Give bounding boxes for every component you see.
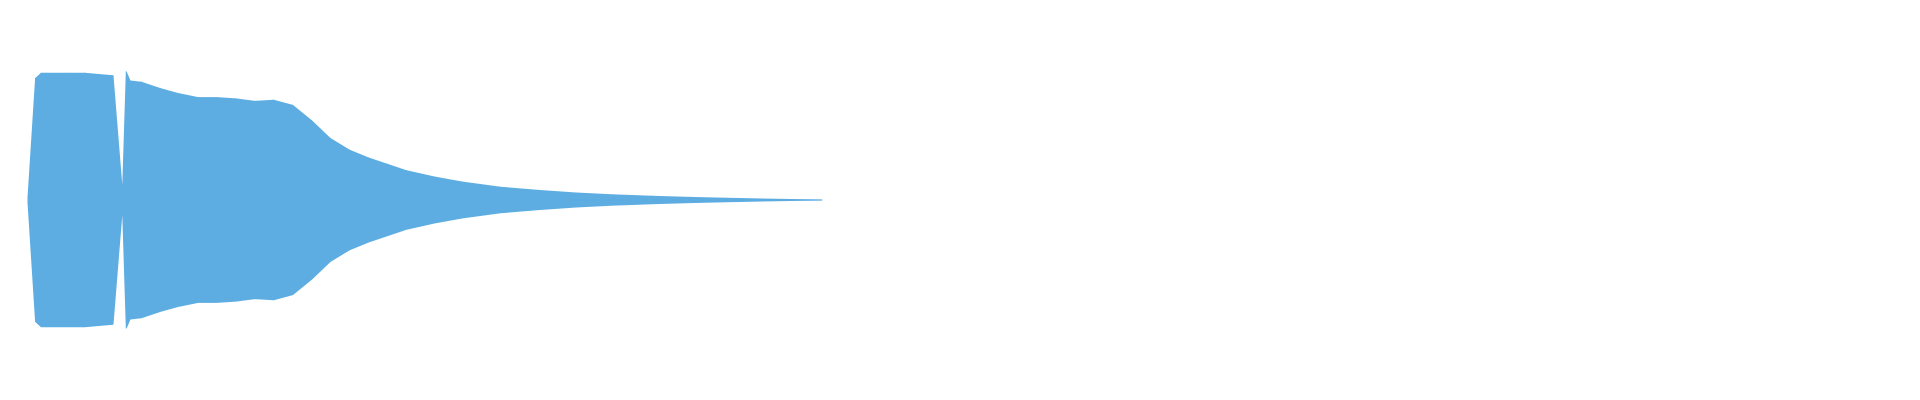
waveform-sample-point — [386, 163, 388, 165]
waveform-sample-point — [367, 157, 369, 159]
waveform-marks — [27, 71, 823, 329]
waveform-sample-point — [329, 138, 331, 140]
waveform-sample-point — [273, 99, 275, 101]
waveform-sample-point — [159, 88, 161, 90]
waveform-sample-point — [499, 186, 502, 188]
waveform-sample-point — [46, 72, 48, 74]
waveform-sample-point — [125, 71, 127, 73]
waveform-sample-point — [651, 195, 653, 197]
waveform-sample-point — [254, 100, 256, 102]
waveform-sample-point — [216, 97, 218, 99]
waveform-sample-point — [613, 194, 615, 196]
waveform-sample-point — [688, 196, 691, 198]
waveform-sample-point — [121, 193, 124, 195]
waveform-sample-point — [27, 196, 29, 198]
waveform-sample-point — [537, 189, 539, 191]
waveform-sample-point — [462, 181, 464, 183]
waveform-sample-point — [65, 72, 67, 74]
waveform-sample-point — [35, 77, 37, 79]
waveform-sample-point — [112, 75, 114, 77]
waveform-sample-point — [575, 192, 577, 194]
waveform-sample-point — [726, 197, 728, 199]
waveform-sample-point — [129, 80, 131, 82]
waveform-sample-point — [433, 176, 435, 178]
waveform-sample-point — [348, 149, 350, 151]
waveform-sample-point — [178, 93, 180, 95]
waveform-sample-point — [405, 170, 407, 172]
waveform-sample-point — [310, 120, 313, 122]
waveform-sample-point — [140, 81, 142, 83]
waveform-sample-point — [783, 198, 785, 200]
waveform-sample-point — [821, 199, 823, 201]
waveform-sample-point — [197, 97, 199, 99]
waveform-sample-point — [84, 72, 86, 74]
waveform-sample-point — [40, 72, 42, 74]
waveform-sample-point — [292, 104, 294, 106]
waveform-sample-point — [235, 98, 237, 100]
